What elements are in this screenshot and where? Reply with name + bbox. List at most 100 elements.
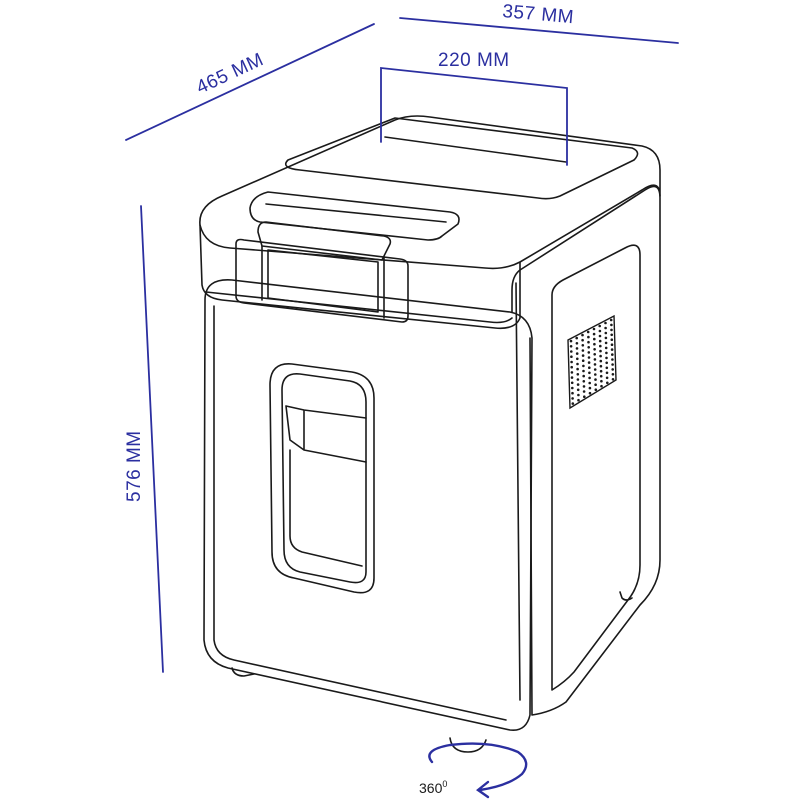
control-window-glass [267,249,379,313]
vent-hole [604,331,608,335]
vent-hole [588,371,591,375]
vent-grille [567,314,617,410]
height-line [140,205,164,673]
vent-hole [599,374,603,378]
vent-hole [606,381,609,385]
vent-hole [581,333,584,337]
side-panel-inset-2 [515,282,521,701]
vent-hole [610,343,614,347]
vent-hole [598,339,602,343]
front-left-foot [231,667,255,677]
vent-hole [570,376,574,379]
vent-hole [569,345,573,348]
bin-window [269,363,375,594]
vent-hole [604,341,608,345]
handle-slot-inner [265,203,447,223]
vent-hole [587,351,591,354]
vent-hole [593,363,597,366]
rotation-label: 3600 [419,779,447,796]
vent-hole [571,391,574,395]
paper-tray-inner [384,136,567,163]
shredder-body [199,115,661,753]
vent-hole [611,353,614,356]
vent-hole [598,324,601,328]
vent-hole [570,381,574,385]
vent-hole [576,357,579,361]
vent-hole [611,358,614,361]
control-flap [257,221,392,261]
vent-hole [600,384,603,388]
paper-tray [284,117,639,200]
vent-hole [604,326,607,330]
control-window-inner [261,245,385,319]
vent-hole [586,330,590,334]
vent-hole [610,348,614,351]
front-panel-inner-edge [213,305,507,721]
opening-label: 220 MM [438,50,510,71]
vent-hole [594,373,597,376]
vent-hole [576,362,579,366]
vent-hole [610,323,613,327]
vent-hole [599,359,603,363]
vent-hole [611,373,615,376]
vent-hole [594,378,597,381]
bin-window-shelf [285,405,367,463]
vent-hole [599,349,602,353]
vent-hole [588,391,592,395]
top-lid [199,115,661,270]
handle-slot [249,191,460,241]
vent-hole [582,374,585,378]
vent-hole [593,353,596,356]
vent-hole [570,355,573,359]
vent-hole [575,342,579,345]
vent-hole [598,329,602,333]
vent-hole [604,321,607,325]
vent-hole [605,361,608,365]
vent-hole [575,347,579,350]
height-label: 576 MM [124,430,145,502]
vent-hole [581,359,585,363]
vent-hole [592,327,596,331]
vent-hole [571,402,575,405]
vent-hole [581,344,585,347]
vent-hole [576,388,580,392]
vent-hole [587,361,591,364]
rear-wheel [619,591,633,601]
vent-hole [599,364,603,368]
vent-hole [593,337,596,341]
opening-bracket [380,66,568,166]
vent-hole [575,352,579,355]
vent-hole [570,365,573,369]
vent-hole [587,335,590,339]
width-line [399,17,679,44]
rotation-value: 360 [419,780,443,796]
vent-hole [604,346,608,350]
vent-hole [593,342,596,346]
vent-hole [583,395,586,399]
vent-hole [609,318,613,322]
vent-hole [577,393,580,397]
vent-hole [581,354,585,357]
rotation-arrow-icon [428,742,528,799]
vent-hole [576,367,579,371]
dimension-lines [125,17,679,673]
vent-hole [611,378,615,381]
vent-hole [577,398,580,402]
control-window [235,238,409,323]
front-panel [203,279,533,732]
vent-hole [582,380,586,383]
bin-window-inner [281,373,367,584]
vent-hole [593,348,596,351]
side-panel [511,185,661,716]
vent-hole [588,366,591,370]
vent-hole [571,397,574,400]
vent-hole [600,379,603,383]
vent-hole [593,368,597,371]
vent-hole [605,371,609,375]
vent-hole [587,346,590,349]
vent-hole [570,360,573,364]
vent-hole [571,386,574,390]
vent-hole [611,368,614,371]
vent-hole [610,328,613,332]
